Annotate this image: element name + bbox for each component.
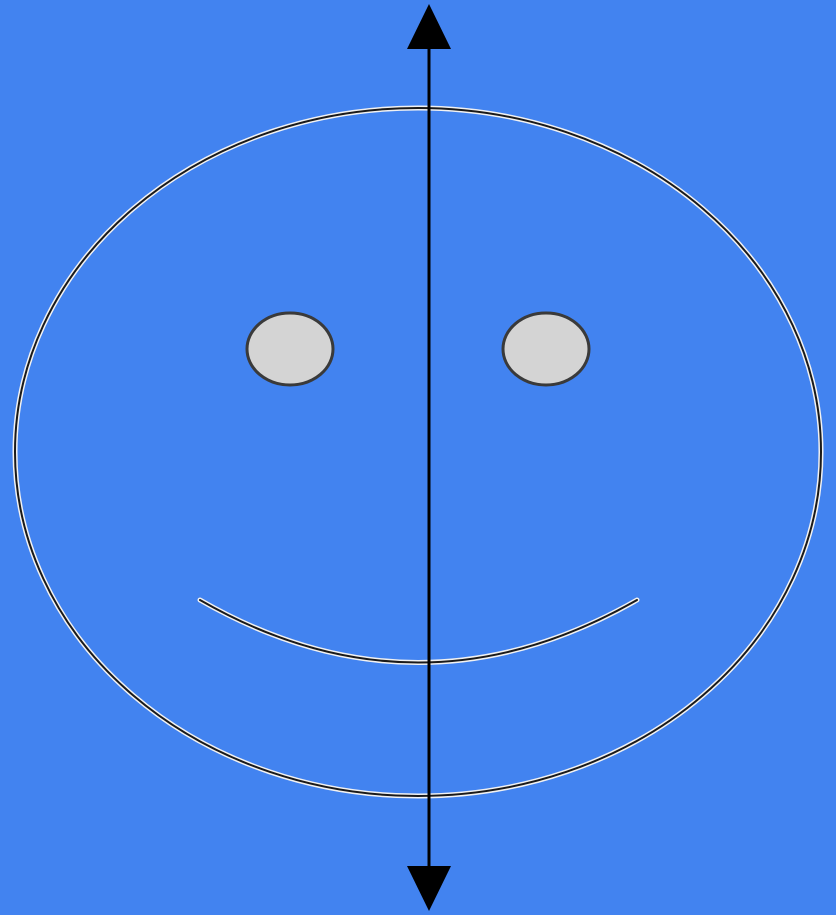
face-outline (15, 108, 821, 796)
right-eye (503, 313, 589, 385)
arrow-up-icon (407, 4, 451, 49)
left-eye (247, 313, 333, 385)
mouth (200, 600, 637, 663)
arrow-down-icon (407, 866, 451, 911)
